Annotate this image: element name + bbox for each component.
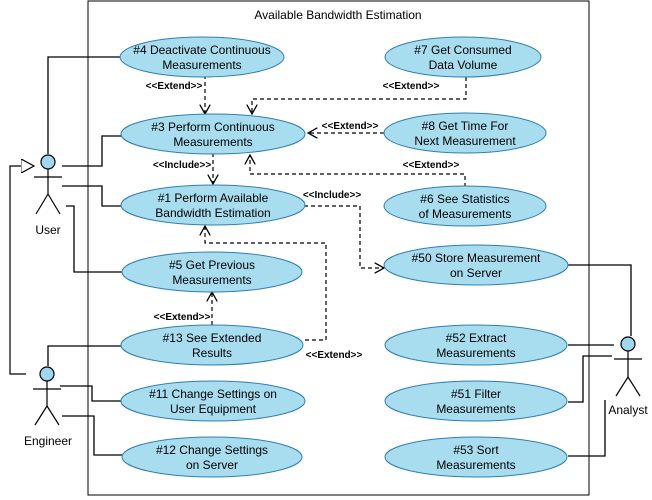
assoc-user-uc3 [62, 135, 122, 167]
svg-text:#51 Filter: #51 Filter [451, 387, 501, 401]
actor-engineer-head-icon [39, 366, 55, 382]
label-extend-uc8: <<Extend>> [322, 121, 379, 132]
dependencies [205, 75, 467, 341]
use-case-53[interactable]: #53 Sort Measurements [384, 436, 568, 478]
svg-text:#3 Perform Continuous: #3 Perform Continuous [151, 120, 274, 134]
svg-text:#1 Perform Available: #1 Perform Available [158, 191, 269, 205]
label-include-uc1: <<Include>> [303, 190, 362, 201]
assoc-engineer-uc12 [62, 415, 122, 456]
assoc-user-uc1 [62, 185, 122, 207]
assoc-engineer-uc11 [60, 385, 122, 402]
svg-text:#52 Extract: #52 Extract [446, 331, 507, 345]
label-extend-uc7: <<Extend>> [383, 81, 440, 92]
actor-engineer[interactable] [33, 366, 61, 426]
svg-text:Measurements: Measurements [173, 135, 252, 149]
svg-text:Bandwidth Estimation: Bandwidth Estimation [155, 206, 270, 220]
svg-text:User Equipment: User Equipment [170, 402, 257, 416]
use-case-13[interactable]: #13 See Extended Results [120, 324, 304, 366]
associations [47, 56, 632, 457]
svg-text:Results: Results [192, 346, 232, 360]
assoc-engineer-uc13 [47, 345, 122, 366]
assoc-user-uc4 [47, 56, 122, 154]
svg-text:Measurements: Measurements [436, 346, 515, 360]
svg-text:#13 See Extended: #13 See Extended [163, 331, 262, 345]
label-include-uc3: <<Include>> [153, 160, 212, 171]
use-case-50[interactable]: #50 Store Measurement on Server [383, 244, 569, 286]
dep-uc7-uc3 [252, 77, 467, 114]
svg-text:#7 Get Consumed: #7 Get Consumed [414, 43, 511, 57]
use-case-8[interactable]: #8 Get Time For Next Measurement [383, 112, 547, 154]
use-case-11[interactable]: #11 Change Settings on User Equipment [120, 380, 306, 422]
label-extend-uc13-uc5: <<Extend>> [154, 312, 211, 323]
use-case-52[interactable]: #52 Extract Measurements [384, 324, 568, 366]
system-title: Available Bandwidth Estimation [254, 8, 421, 22]
svg-text:Measurements: Measurements [436, 458, 515, 472]
dep-uc6-uc3 [250, 155, 466, 187]
svg-text:on Server: on Server [186, 458, 238, 472]
actor-analyst[interactable] [614, 336, 642, 397]
relation-labels: <<Extend>> <<Extend>> <<Extend>> <<Inclu… [146, 81, 460, 361]
svg-text:#53 Sort: #53 Sort [453, 443, 499, 457]
svg-text:Next Measurement: Next Measurement [414, 134, 516, 148]
use-case-7[interactable]: #7 Get Consumed Data Volume [384, 36, 542, 78]
use-case-12[interactable]: #12 Change Settings on Server [121, 436, 303, 478]
svg-text:on Server: on Server [450, 266, 502, 280]
svg-text:Measurements: Measurements [436, 402, 515, 416]
dep-uc13-uc1 [205, 226, 327, 341]
generalization-engineer-user [9, 166, 34, 375]
assoc-user-uc5 [66, 205, 122, 273]
actor-user-label: User [35, 223, 60, 237]
assoc-analyst-uc53 [568, 400, 606, 457]
actor-engineer-label: Engineer [24, 434, 72, 448]
use-case-51[interactable]: #51 Filter Measurements [384, 380, 568, 422]
svg-text:#11 Change Settings on: #11 Change Settings on [149, 387, 277, 401]
actor-user-head-icon [40, 154, 56, 170]
label-extend-uc13-uc1: <<Extend>> [306, 350, 363, 361]
svg-text:#12 Change Settings: #12 Change Settings [156, 443, 268, 457]
assoc-analyst-uc50 [568, 264, 632, 336]
svg-text:#6 See Statistics: #6 See Statistics [420, 192, 509, 206]
actor-analyst-head-icon [620, 336, 636, 352]
actor-analyst-label: Analyst [608, 403, 648, 417]
assoc-analyst-uc51 [568, 355, 612, 403]
svg-text:#8 Get Time For: #8 Get Time For [422, 119, 509, 133]
use-case-5[interactable]: #5 Get Previous Measurements [121, 251, 303, 293]
svg-text:#4 Deactivate Continuous: #4 Deactivate Continuous [133, 43, 270, 57]
label-extend-uc4: <<Extend>> [146, 81, 203, 92]
use-case-3[interactable]: #3 Perform Continuous Measurements [120, 113, 306, 155]
svg-text:Measurements: Measurements [162, 58, 241, 72]
use-case-4[interactable]: #4 Deactivate Continuous Measurements [119, 36, 285, 78]
svg-text:of Measurements: of Measurements [419, 207, 512, 221]
dep-uc1-uc50 [304, 205, 384, 268]
svg-text:#50 Store Measurement: #50 Store Measurement [412, 251, 541, 265]
use-case-1[interactable]: #1 Perform Available Bandwidth Estimatio… [120, 184, 306, 226]
svg-text:Measurements: Measurements [172, 273, 251, 287]
actor-user[interactable] [34, 154, 62, 215]
svg-text:#5 Get Previous: #5 Get Previous [169, 258, 255, 272]
use-case-6[interactable]: #6 See Statistics of Measurements [383, 185, 547, 227]
use-cases: #4 Deactivate Continuous Measurements #7… [119, 36, 569, 478]
svg-text:Data Volume: Data Volume [429, 58, 498, 72]
label-extend-uc6: <<Extend>> [403, 160, 460, 171]
